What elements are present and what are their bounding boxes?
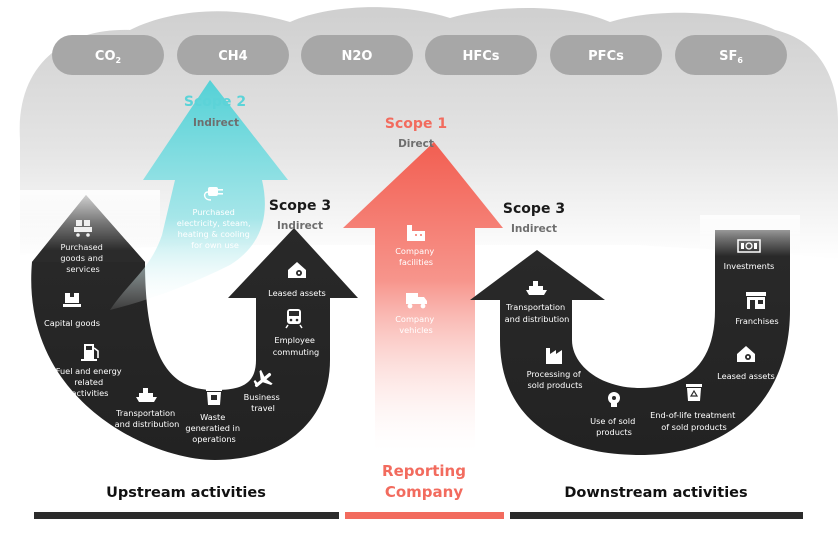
gas-label-pfcs: PFCs [588, 49, 624, 64]
gas-pill-pfcs [550, 35, 662, 75]
scope3-upstream-subtitle: Indirect [277, 220, 323, 232]
upstream-item-transportation: Transportation and distribution [115, 388, 180, 429]
ship-icon [526, 281, 547, 295]
shopping-cart-icon [74, 220, 92, 237]
scope1-title: Scope 1 [385, 116, 447, 132]
airplane-icon [253, 369, 273, 387]
recycle-bin-icon [686, 384, 702, 401]
upstream-item-capital-goods: Capital goods [44, 293, 100, 328]
gas-pills: CO2 CH4 N2O HFCs PFCs SF6 [52, 35, 787, 75]
business-travel-label: Business travel [244, 392, 283, 413]
downstream-item-investments: Investments [724, 239, 775, 271]
upstream-item-waste: Waste generatied in operations [185, 388, 242, 444]
upstream-item-employee-commuting: Employee commuting [273, 309, 320, 357]
fuel-energy-label: Fuel and energy related activities [56, 366, 125, 398]
upstream-item-purchased-goods: Purchased goods and services [60, 220, 105, 274]
factory-icon [407, 225, 425, 241]
factory-icon [546, 348, 562, 364]
employee-commuting-label: Employee commuting [273, 335, 320, 357]
reporting-company-bar [345, 512, 504, 519]
scope3-downstream-title: Scope 3 [503, 201, 565, 217]
fuel-pump-icon [81, 344, 99, 361]
ship-icon [136, 388, 157, 402]
gas-label-ch4: CH4 [218, 49, 247, 64]
gas-pill-n2o [301, 35, 413, 75]
franchises-label: Franchises [735, 316, 778, 326]
upstream-item-fuel-energy: Fuel and energy related activities [56, 344, 125, 398]
gas-label-co2: CO2 [95, 49, 121, 65]
train-icon [285, 309, 303, 329]
reporting-company-line1: Reporting [382, 462, 466, 480]
scope3-upstream-title: Scope 3 [269, 198, 331, 214]
gas-label-hfcs: HFCs [462, 49, 499, 64]
gas-pill-hfcs [425, 35, 537, 75]
downstream-item-transportation: Transportation and distribution [505, 281, 570, 324]
scope3-downstream-subtitle: Indirect [511, 223, 557, 235]
house-gear-icon [288, 262, 306, 278]
transportation-upstream-label: Transportation and distribution [115, 408, 180, 429]
leased-assets-downstream-label: Leased assets [717, 371, 775, 381]
scope2-title: Scope 2 [184, 94, 246, 110]
downstream-item-franchises: Franchises [735, 292, 779, 326]
downstream-item-end-of-life: End-of-life treatment of sold products [650, 384, 738, 432]
scope1-subtitle: Direct [398, 138, 434, 150]
upstream-item-leased-assets: Leased assets [268, 262, 326, 298]
gas-pill-co2 [52, 35, 164, 75]
scope2-arrow [110, 80, 288, 310]
scope1-item-company-vehicles: Company vehicles [395, 293, 437, 335]
box-icon [63, 293, 81, 307]
scope1-item-company-facilities: Company facilities [395, 225, 437, 267]
house-gear-icon [737, 346, 755, 362]
truck-icon [406, 293, 427, 309]
lightbulb-icon [608, 392, 620, 407]
company-facilities-label: Company facilities [395, 246, 437, 267]
money-icon [737, 239, 761, 253]
gas-pill-ch4 [177, 35, 289, 75]
scope2-item-label: Purchased electricity, steam, heating & … [177, 207, 253, 250]
scope3-upstream-arrow [20, 190, 358, 460]
purchased-goods-label: Purchased goods and services [60, 242, 105, 274]
end-of-life-label: End-of-life treatment of sold products [650, 410, 738, 432]
upstream-item-business-travel: Business travel [244, 369, 283, 413]
downstream-bar [510, 512, 803, 519]
downstream-activities-label: Downstream activities [564, 485, 747, 501]
gas-pill-sf6 [675, 35, 787, 75]
plug-icon [203, 187, 223, 201]
gas-label-n2o: N2O [342, 49, 373, 64]
storefront-icon [746, 292, 766, 309]
investments-label: Investments [724, 261, 775, 271]
processing-label: Processing of sold products [527, 369, 584, 390]
downstream-item-processing: Processing of sold products [527, 348, 584, 390]
downstream-item-use-of-sold: Use of sold products [590, 392, 638, 437]
waste-label: Waste generatied in operations [185, 412, 242, 444]
upstream-activities-label: Upstream activities [106, 485, 266, 501]
gas-label-sf6: SF6 [719, 49, 743, 65]
leased-assets-upstream-label: Leased assets [268, 288, 326, 298]
upstream-bar [34, 512, 339, 519]
capital-goods-label: Capital goods [44, 318, 100, 328]
downstream-item-leased-assets: Leased assets [717, 346, 775, 381]
scope2-item-purchased-electricity: Purchased electricity, steam, heating & … [177, 187, 253, 250]
scope1-arrow [343, 142, 503, 450]
use-of-sold-label: Use of sold products [590, 416, 638, 437]
transportation-downstream-label: Transportation and distribution [505, 302, 570, 324]
scope2-subtitle: Indirect [193, 117, 239, 129]
waste-bin-icon [206, 388, 222, 405]
company-vehicles-label: Company vehicles [395, 314, 437, 335]
reporting-company-line2: Company [385, 483, 463, 501]
